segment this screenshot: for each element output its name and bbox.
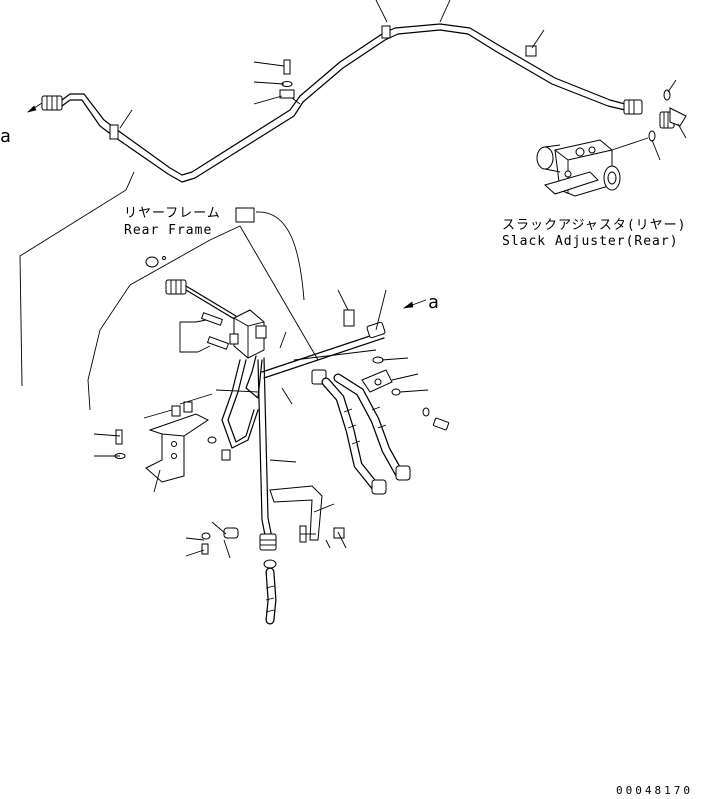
lower-pipe-assembly (93, 279, 450, 625)
lower-hose-fitting (259, 533, 277, 569)
bolt-pair (179, 312, 230, 353)
slack-adjuster-label-jp: スラックアジャスタ(リヤー) (502, 218, 686, 233)
brake-hose-right (311, 369, 411, 495)
leader-lines-top (119, 0, 545, 129)
pipe-clamp (109, 25, 537, 140)
slack-adjuster-rear (536, 139, 621, 197)
slack-adjuster-label-en: Slack Adjuster(Rear) (502, 234, 679, 249)
connector-fitting (165, 279, 237, 321)
mounting-bracket-left (114, 401, 231, 483)
hose-bracket-right (343, 309, 450, 431)
rear-frame-label-jp: リヤーフレーム (124, 206, 221, 221)
brake-hose-lower (265, 567, 277, 625)
reference-a-right: a (428, 292, 439, 313)
rear-frame-label-en: Rear Frame (124, 223, 212, 238)
elbow-fitting-right (611, 79, 687, 161)
pipe-end-fitting-left (27, 95, 63, 113)
leader-lines-lower (93, 289, 429, 559)
reference-a-left: a (0, 126, 11, 147)
bolt-and-bracket-middle (279, 59, 301, 105)
pipe-end-fitting-right (623, 99, 643, 115)
rear-frame-outline (19, 171, 319, 411)
drawing-code: 00048170 (616, 784, 693, 797)
junction-block (229, 309, 267, 359)
upper-brake-pipe (27, 0, 643, 183)
